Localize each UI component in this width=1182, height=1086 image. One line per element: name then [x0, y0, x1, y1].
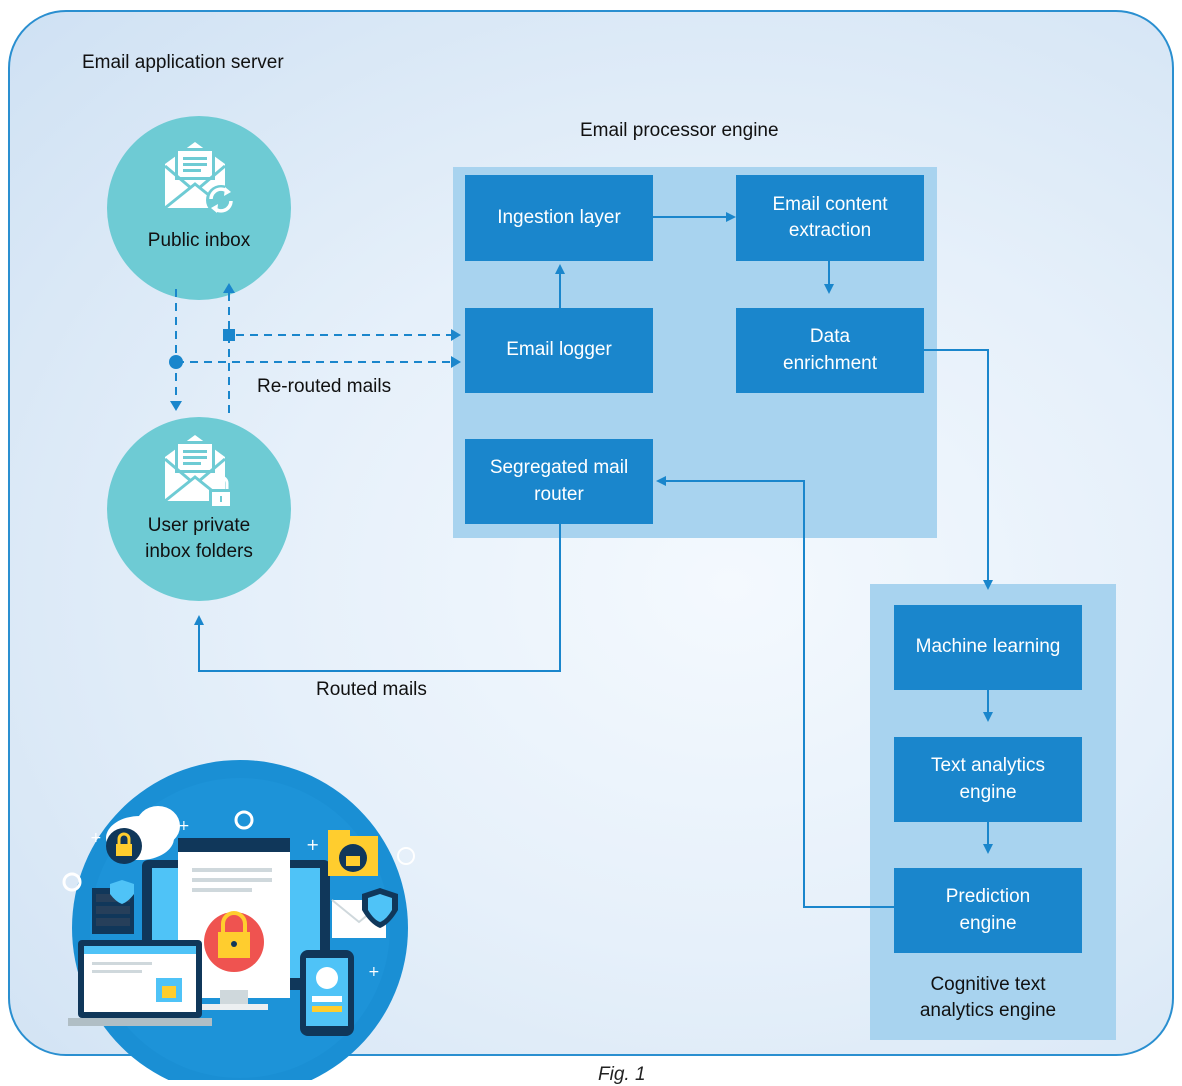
rerouted-mails-label: Re-routed mails: [257, 376, 392, 397]
security-devices-illustration: + + + +: [62, 760, 415, 1080]
ingestion-layer-box: Ingestion layer: [465, 175, 653, 261]
machine-learning-box: Machine learning: [894, 605, 1082, 690]
junction-square: [223, 329, 235, 341]
email-logger-box: Email logger: [465, 308, 653, 393]
svg-text:+: +: [90, 830, 102, 846]
user-private-inbox-node: User private inbox folders: [107, 417, 291, 601]
private-inbox-label: User private inbox folders: [145, 515, 253, 563]
data-enrichment-box: Data enrichment: [736, 308, 924, 393]
email-content-extraction-box: Email content extraction: [736, 175, 924, 261]
routed-mails-arrow: [194, 524, 561, 672]
routed-mails-label: Routed mails: [316, 679, 427, 700]
junction-dot: [169, 355, 183, 369]
cognitive-title: Cognitive text analytics engine: [919, 974, 1057, 1022]
envelope-lock-icon: [165, 435, 233, 509]
server-title: Email application server: [82, 52, 284, 73]
svg-text:+: +: [306, 835, 319, 854]
prediction-to-router-arrow: [656, 476, 894, 908]
enrichment-to-cognitive-arrow: [924, 349, 993, 590]
public-inbox-label: Public inbox: [147, 230, 251, 251]
svg-text:+: +: [368, 964, 380, 980]
envelope-sync-icon: [165, 142, 236, 215]
figure-caption: Fig. 1: [598, 1064, 646, 1085]
svg-text:+: +: [178, 818, 190, 834]
text-analytics-engine-box: Text analytics engine: [894, 737, 1082, 822]
public-inbox-node: Public inbox: [107, 116, 291, 300]
prediction-engine-box: Prediction engine: [894, 868, 1082, 953]
processor-title: Email processor engine: [580, 120, 779, 141]
segregated-mail-router-box: Segregated mail router: [465, 439, 653, 524]
